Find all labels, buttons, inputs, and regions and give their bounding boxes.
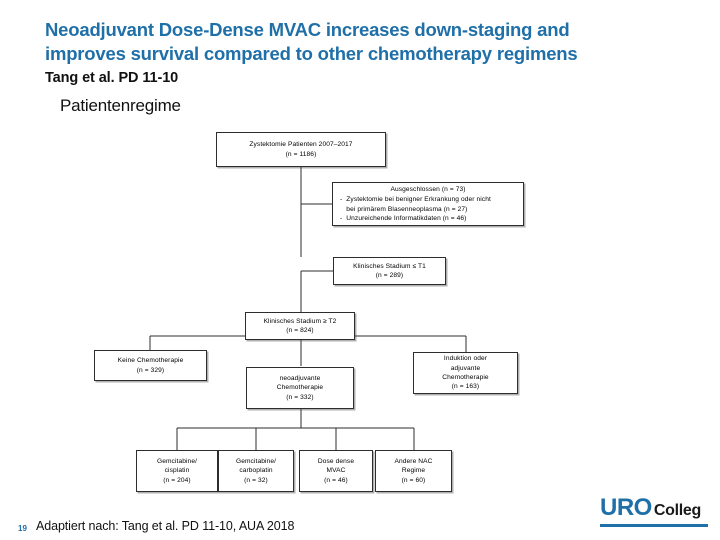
logo-colleg-text: Colleg <box>653 502 701 519</box>
section-heading: Patientenregime <box>60 96 181 115</box>
regimen-3-line2: Regime <box>401 467 426 475</box>
regimen-0-count: (n = 204) <box>163 476 191 484</box>
node-stage-t1-count: (n = 289) <box>375 272 404 279</box>
regimen-0-line1: Gemcitabine/ <box>156 457 198 465</box>
node-no-chemotherapy: Keine Chemotherapie (n = 329) <box>94 350 207 381</box>
node-excluded-item-text: Unzureichende Informatikdaten (n = 46) <box>346 214 518 223</box>
urocolleg-logo: URO Colleg <box>600 494 720 528</box>
regimen-2-line1: Dose dense <box>317 457 355 465</box>
node-cohort-line1: Zystektomie Patienten 2007–2017 <box>249 141 353 149</box>
node-excluded-title: Ausgeschlossen (n = 73) <box>390 185 466 193</box>
excluded-item-0-line1: Zystektomie bei benigner Erkrankung oder… <box>346 196 491 204</box>
regimen-0-line2: cisplatin <box>164 467 190 475</box>
logo-wordmark: URO Colleg <box>600 494 720 522</box>
node-stage-t2-count: (n = 824) <box>286 327 314 334</box>
node-stage-t1: Klinisches Stadium ≤ T1 (n = 289) <box>333 257 446 285</box>
regimen-1-line1: Gemcitabine/ <box>235 457 277 465</box>
regimen-1-count: (n = 32) <box>244 476 268 484</box>
regimen-3-line1: Andere NAC <box>394 457 433 465</box>
node-no-chemotherapy-count: (n = 329) <box>136 366 165 374</box>
node-excluded-item-text: Zystektomie bei benigner Erkrankung oder… <box>346 195 518 214</box>
regimen-2-count: (n = 46) <box>324 476 348 484</box>
node-neoadjuvant-line1: neoadjuvante <box>279 374 321 382</box>
bullet-dash-icon: - <box>340 214 343 222</box>
node-induction-line1: Induktion oder <box>443 355 488 363</box>
node-neoadjuvant-count: (n = 332) <box>286 393 314 401</box>
regimen-1-line2: carboplatin <box>239 467 273 475</box>
node-induction-line3: Chemotherapie <box>442 374 489 381</box>
node-excluded: Ausgeschlossen (n = 73) - Zystektomie be… <box>332 182 524 226</box>
node-excluded-item: - Zystektomie bei benigner Erkrankung od… <box>338 195 518 214</box>
node-induction-line2: adjuvante <box>450 364 481 372</box>
node-induction-adjuvant-chemotherapy: Induktion oder adjuvante Chemotherapie (… <box>413 352 518 394</box>
node-stage-t2-line1: Klinisches Stadium ≥ T2 <box>263 317 337 325</box>
node-no-chemotherapy-line1: Keine Chemotherapie <box>117 357 184 365</box>
footer-source-note: Adaptiert nach: Tang et al. PD 11-10, AU… <box>36 519 295 533</box>
logo-underline <box>600 524 708 527</box>
logo-uro-text: URO <box>600 494 652 521</box>
node-neoadjuvant-chemotherapy: neoadjuvante Chemotherapie (n = 332) <box>246 367 354 409</box>
node-excluded-item: - Unzureichende Informatikdaten (n = 46) <box>338 214 518 223</box>
node-regimen-gemcitabine-cisplatin: Gemcitabine/ cisplatin (n = 204) <box>136 450 218 492</box>
node-stage-t1-line1: Klinisches Stadium ≤ T1 <box>353 262 426 270</box>
bullet-dash-icon: - <box>340 196 343 204</box>
node-regimen-gemcitabine-carboplatin: Gemcitabine/ carboplatin (n = 32) <box>218 450 294 492</box>
regimen-3-count: (n = 60) <box>401 476 426 484</box>
node-stage-t2: Klinisches Stadium ≥ T2 (n = 824) <box>245 312 355 340</box>
citation-subtitle: Tang et al. PD 11-10 <box>45 70 179 86</box>
slide-number: 19 <box>18 524 27 533</box>
page-title: Neoadjuvant Dose-Dense MVAC increases do… <box>45 19 578 64</box>
node-regimen-other-nac: Andere NAC Regime (n = 60) <box>375 450 452 492</box>
node-regimen-dose-dense-mvac: Dose dense MVAC (n = 46) <box>299 450 373 492</box>
node-induction-count: (n = 163) <box>451 383 480 391</box>
excluded-item-0-line2: bei primärem Blasenneoplasma (n = 27) <box>346 205 468 213</box>
excluded-item-1-line1: Unzureichende Informatikdaten (n = 46) <box>346 214 467 222</box>
node-cohort-count: (n = 1186) <box>285 150 317 158</box>
node-neoadjuvant-line2: Chemotherapie <box>276 384 324 392</box>
node-cohort: Zystektomie Patienten 2007–2017 (n = 118… <box>216 132 386 167</box>
regimen-2-line2: MVAC <box>326 467 346 475</box>
